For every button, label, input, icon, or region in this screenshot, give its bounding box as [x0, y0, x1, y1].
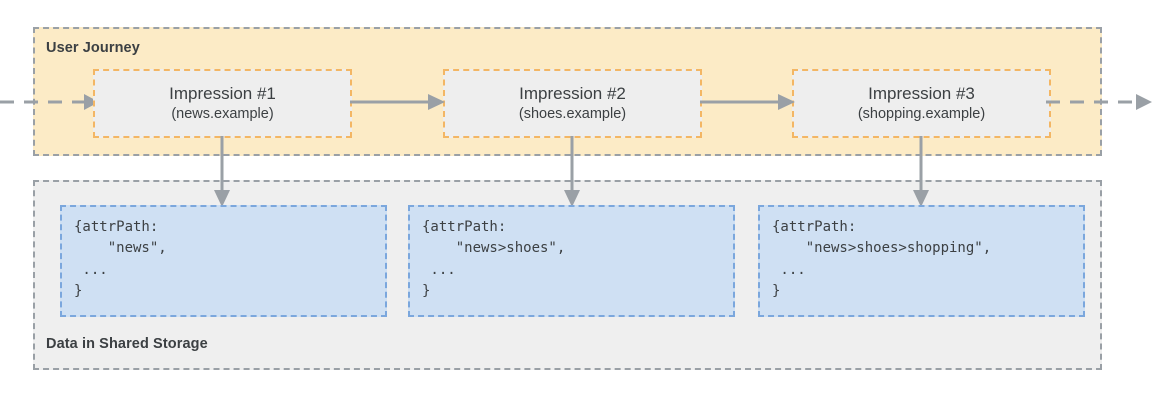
impression-title: Impression #1 [169, 84, 276, 104]
arrow-impression2-to-record2-icon [564, 136, 580, 207]
record-code: {attrPath: "news>shoes>shopping", ... } [772, 219, 992, 299]
impression-box-3[interactable]: Impression #3 (shopping.example) [792, 69, 1051, 138]
arrow-impression2-to-impression3-icon [700, 94, 795, 110]
arrow-impression1-to-record1-icon [214, 136, 230, 207]
impression-title: Impression #2 [519, 84, 626, 104]
impression-box-2[interactable]: Impression #2 (shoes.example) [443, 69, 702, 138]
shared-storage-label: Data in Shared Storage [46, 336, 208, 352]
arrow-impression3-to-record3-icon [913, 136, 929, 207]
impression-site: (news.example) [171, 106, 274, 123]
journey-entry-arrow-icon [0, 94, 99, 110]
shared-storage-record-2[interactable]: {attrPath: "news>shoes", ... } [408, 205, 735, 317]
impression-site: (shopping.example) [857, 106, 986, 123]
shared-storage-record-1[interactable]: {attrPath: "news", ... } [60, 205, 387, 317]
user-journey-label: User Journey [46, 40, 140, 56]
impression-title: Impression #3 [868, 84, 975, 104]
record-code: {attrPath: "news", ... } [74, 219, 167, 299]
shared-storage-record-3[interactable]: {attrPath: "news>shoes>shopping", ... } [758, 205, 1085, 317]
impression-site: (shoes.example) [518, 106, 627, 123]
journey-exit-arrow-icon [1046, 94, 1152, 110]
arrow-impression1-to-impression2-icon [350, 94, 445, 110]
impression-box-1[interactable]: Impression #1 (news.example) [93, 69, 352, 138]
record-code: {attrPath: "news>shoes", ... } [422, 219, 566, 299]
